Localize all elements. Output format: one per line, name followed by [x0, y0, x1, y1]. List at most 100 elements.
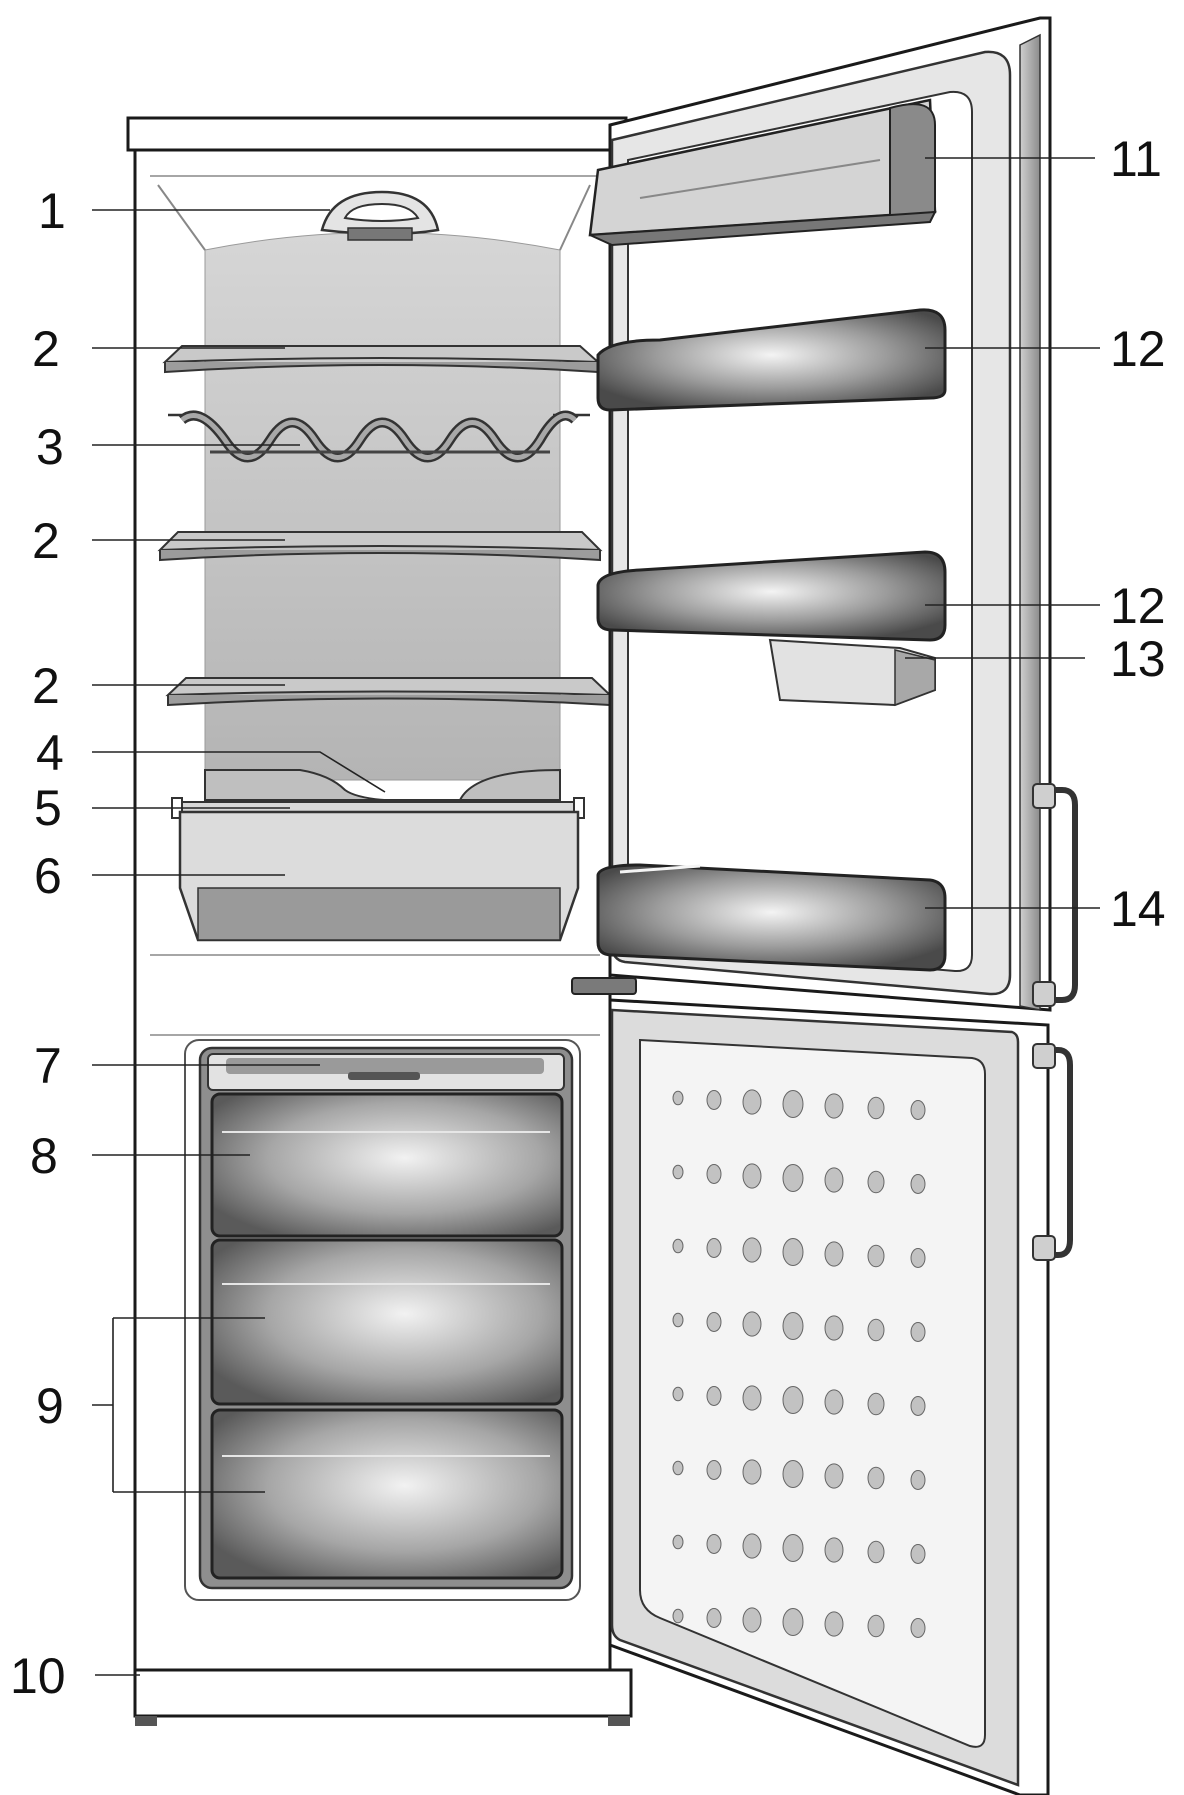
glass-shelf-middle [157, 531, 603, 562]
fridge-door-edge [1019, 33, 1041, 1011]
door-dimple [782, 1608, 804, 1636]
ice-tray [207, 1053, 565, 1091]
freezer-drawer-bottom [210, 1408, 564, 1580]
callout-12a: 12 [1110, 321, 1166, 377]
door-dimple [742, 1163, 762, 1189]
door-dimple [782, 1164, 804, 1192]
door-dimple [706, 1090, 722, 1110]
egg-holder [768, 638, 936, 707]
door-dimple [782, 1090, 804, 1118]
door-dimple [867, 1614, 885, 1638]
bottle-shelf [596, 863, 947, 972]
callout-2a: 2 [32, 321, 60, 377]
crisper-drawer [178, 810, 580, 942]
door-dimple [867, 1096, 885, 1120]
door-dimple [742, 1311, 762, 1337]
door-dimple [706, 1238, 722, 1258]
callout-2b: 2 [32, 513, 60, 569]
wine-rack [168, 410, 590, 463]
door-dimple [824, 1389, 844, 1415]
cabinet-plinth [133, 1668, 633, 1718]
door-dimple [910, 1100, 926, 1120]
callout-13: 13 [1110, 631, 1166, 687]
door-dimple [824, 1537, 844, 1563]
door-dimple [910, 1322, 926, 1342]
dairy-compartment [588, 98, 937, 247]
door-dimple [824, 1611, 844, 1637]
door-dimple [782, 1386, 804, 1414]
door-dimple [782, 1534, 804, 1562]
callout-3: 3 [36, 419, 64, 475]
freezer-drawer-top [210, 1092, 564, 1238]
fridge-compartment [157, 184, 613, 942]
door-dimple [782, 1238, 804, 1266]
door-dimple [910, 1618, 926, 1638]
freezer-door-liner [639, 1038, 986, 1748]
door-dimple [672, 1164, 684, 1180]
callout-7: 7 [34, 1038, 62, 1094]
door-dimple [782, 1460, 804, 1488]
door-dimple [867, 1392, 885, 1416]
door-dimple [910, 1174, 926, 1194]
door-dimple [672, 1534, 684, 1550]
door-dimple [706, 1608, 722, 1628]
door-dimple [867, 1318, 885, 1342]
callout-8: 8 [30, 1128, 58, 1184]
leader-4 [92, 751, 386, 793]
callout-14: 14 [1110, 881, 1166, 937]
callout-12b: 12 [1110, 578, 1166, 634]
door-dimple [706, 1534, 722, 1554]
door-dimple [867, 1466, 885, 1490]
door-dimple [742, 1533, 762, 1559]
freezer-door-handle [1032, 1043, 1073, 1261]
door-dimple [706, 1460, 722, 1480]
wall-corner-right [559, 184, 591, 251]
callout-numbers: 1 2 3 2 2 4 5 6 7 8 9 10 11 12 12 13 14 [10, 131, 1166, 1704]
door-dimple [824, 1167, 844, 1193]
door-dimple [824, 1241, 844, 1267]
door-dimple [824, 1315, 844, 1341]
door-dimple [824, 1463, 844, 1489]
cabinet-top [126, 116, 628, 152]
freezer-compartment [184, 1039, 581, 1601]
callout-10: 10 [10, 1648, 66, 1704]
callout-11: 11 [1110, 131, 1162, 187]
door-dimple [672, 1312, 684, 1328]
door-dimple [742, 1385, 762, 1411]
door-dimple [867, 1170, 885, 1194]
foot-right [608, 1716, 630, 1726]
door-dimple [706, 1312, 722, 1332]
callout-6: 6 [34, 848, 62, 904]
middle-hinge [571, 977, 637, 995]
fridge-door-handle [1032, 783, 1078, 1007]
door-dimple [672, 1238, 684, 1254]
callout-1: 1 [38, 183, 66, 239]
freezer-door-dimples [672, 1089, 926, 1638]
glass-shelf-upper [162, 345, 601, 374]
thermostat-lamp-housing [320, 190, 440, 241]
freezer-door [608, 998, 1073, 1795]
door-dimple [910, 1544, 926, 1564]
door-dimple [672, 1608, 684, 1624]
wall-corner-left [157, 184, 206, 251]
leader-lines [92, 157, 1100, 1676]
door-dimple [910, 1396, 926, 1416]
door-dimple [782, 1312, 804, 1340]
door-dimple [910, 1248, 926, 1268]
door-dimple [672, 1460, 684, 1476]
leader-9 [92, 1317, 265, 1493]
door-dimple [910, 1470, 926, 1490]
door-dimple [742, 1237, 762, 1263]
callout-9: 9 [36, 1378, 64, 1434]
door-bin-middle [596, 550, 947, 642]
door-dimple [672, 1386, 684, 1402]
door-dimple [742, 1459, 762, 1485]
fridge-door [571, 16, 1078, 1012]
glass-shelf-lower [165, 677, 613, 707]
door-dimple [867, 1540, 885, 1564]
door-dimple [706, 1164, 722, 1184]
door-dimple [742, 1089, 762, 1115]
freezer-drawer-middle [210, 1238, 564, 1406]
door-dimple [824, 1093, 844, 1119]
